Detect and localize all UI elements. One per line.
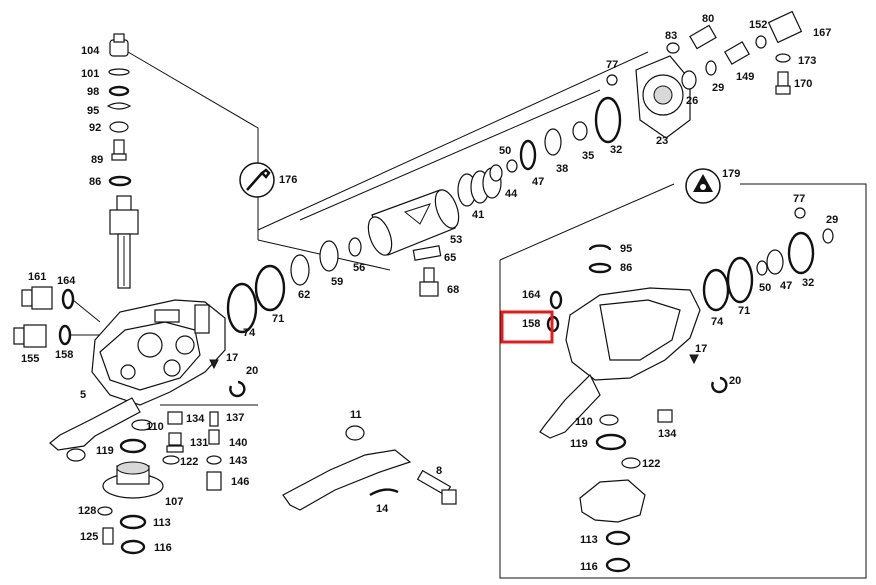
callout-164: 164 (57, 275, 76, 287)
callout-32-inset: 32 (802, 277, 814, 289)
callout-56: 56 (353, 262, 365, 274)
callout-71-inset: 71 (738, 305, 750, 317)
steering-gear-housing (49, 299, 226, 462)
callout-86-inset: 86 (620, 262, 632, 274)
callout-143: 143 (229, 455, 247, 467)
callout-74-inset: 74 (711, 316, 724, 328)
leader-lines (127, 51, 867, 579)
callout-29-inset: 29 (826, 214, 838, 226)
fittings-left (13, 286, 101, 348)
callout-5: 5 (80, 389, 86, 401)
drag-link-parts (282, 425, 457, 511)
callout-167: 167 (813, 27, 831, 39)
callout-65: 65 (444, 252, 456, 264)
callout-47-inset: 47 (780, 280, 792, 292)
lower-left-parts (97, 359, 246, 555)
callout-23: 23 (656, 135, 668, 147)
callout-98: 98 (87, 86, 99, 98)
callout-131: 131 (190, 437, 208, 449)
callout-20: 20 (246, 365, 258, 377)
callout-122: 122 (180, 456, 198, 468)
callout-71: 71 (272, 313, 284, 325)
callout-17-inset: 17 (695, 343, 707, 355)
callout-122-inset: 122 (642, 458, 660, 470)
callout-179: 179 (722, 168, 740, 180)
callout-173: 173 (798, 55, 816, 67)
callout-17: 17 (226, 352, 238, 364)
callout-152: 152 (749, 19, 767, 31)
highlight-box (500, 310, 554, 344)
callout-113: 113 (153, 517, 171, 529)
callout-53: 53 (450, 234, 462, 246)
seal-rings-left (226, 237, 362, 334)
callout-146: 146 (231, 476, 249, 488)
callout-161: 161 (28, 271, 46, 283)
callout-95: 95 (87, 105, 99, 117)
callout-77: 77 (606, 59, 618, 71)
callout-62: 62 (298, 289, 310, 301)
callout-32: 32 (610, 144, 622, 156)
callout-86: 86 (89, 176, 101, 188)
inset-179-assembly (539, 168, 834, 573)
callout-41: 41 (472, 209, 484, 221)
callout-59: 59 (331, 276, 343, 288)
callout-164-inset: 164 (522, 289, 541, 301)
callout-128: 128 (78, 505, 96, 517)
callout-92: 92 (89, 122, 101, 134)
callout-50: 50 (499, 145, 511, 157)
callout-116: 116 (154, 542, 172, 554)
callout-38: 38 (556, 163, 568, 175)
callout-50-inset: 50 (759, 282, 771, 294)
callout-83: 83 (665, 30, 677, 42)
callout-158: 158 (55, 349, 73, 361)
callout-107: 107 (165, 496, 183, 508)
callout-44: 44 (505, 188, 518, 200)
callout-68: 68 (447, 284, 459, 296)
callout-47: 47 (532, 176, 544, 188)
callout-119: 119 (96, 445, 114, 457)
callout-116-inset: 116 (580, 561, 598, 573)
callout-119-inset: 119 (570, 438, 588, 450)
callout-110-inset: 110 (575, 416, 593, 428)
callout-89: 89 (91, 154, 103, 166)
callout-104: 104 (81, 45, 100, 57)
callout-labels: 104 101 98 95 92 89 86 176 179 80 83 152… (21, 13, 838, 573)
callout-176: 176 (279, 174, 297, 186)
callout-134: 134 (186, 413, 205, 425)
callout-149: 149 (736, 71, 754, 83)
callout-74: 74 (243, 327, 256, 339)
callout-170: 170 (794, 78, 812, 90)
callout-110: 110 (146, 421, 164, 433)
callout-137: 137 (226, 412, 244, 424)
callout-35: 35 (582, 150, 594, 162)
callout-29: 29 (712, 82, 724, 94)
tool-icon-176 (239, 162, 275, 198)
callout-80: 80 (702, 13, 714, 25)
callout-113-inset: 113 (580, 534, 598, 546)
callout-20-inset: 20 (729, 375, 741, 387)
callout-77-inset: 77 (793, 193, 805, 205)
callout-125: 125 (80, 531, 98, 543)
callout-95-inset: 95 (620, 243, 632, 255)
valve-parts (367, 10, 803, 297)
callout-158-inset: 158 (522, 318, 540, 330)
callout-14: 14 (376, 503, 389, 515)
callout-26: 26 (686, 95, 698, 107)
callout-140: 140 (229, 437, 247, 449)
callout-101: 101 (81, 68, 99, 80)
upper-shaft-parts (106, 33, 139, 289)
callout-8: 8 (436, 465, 442, 477)
callout-134-inset: 134 (658, 428, 677, 440)
callout-11: 11 (350, 409, 362, 421)
callout-155: 155 (21, 353, 39, 365)
